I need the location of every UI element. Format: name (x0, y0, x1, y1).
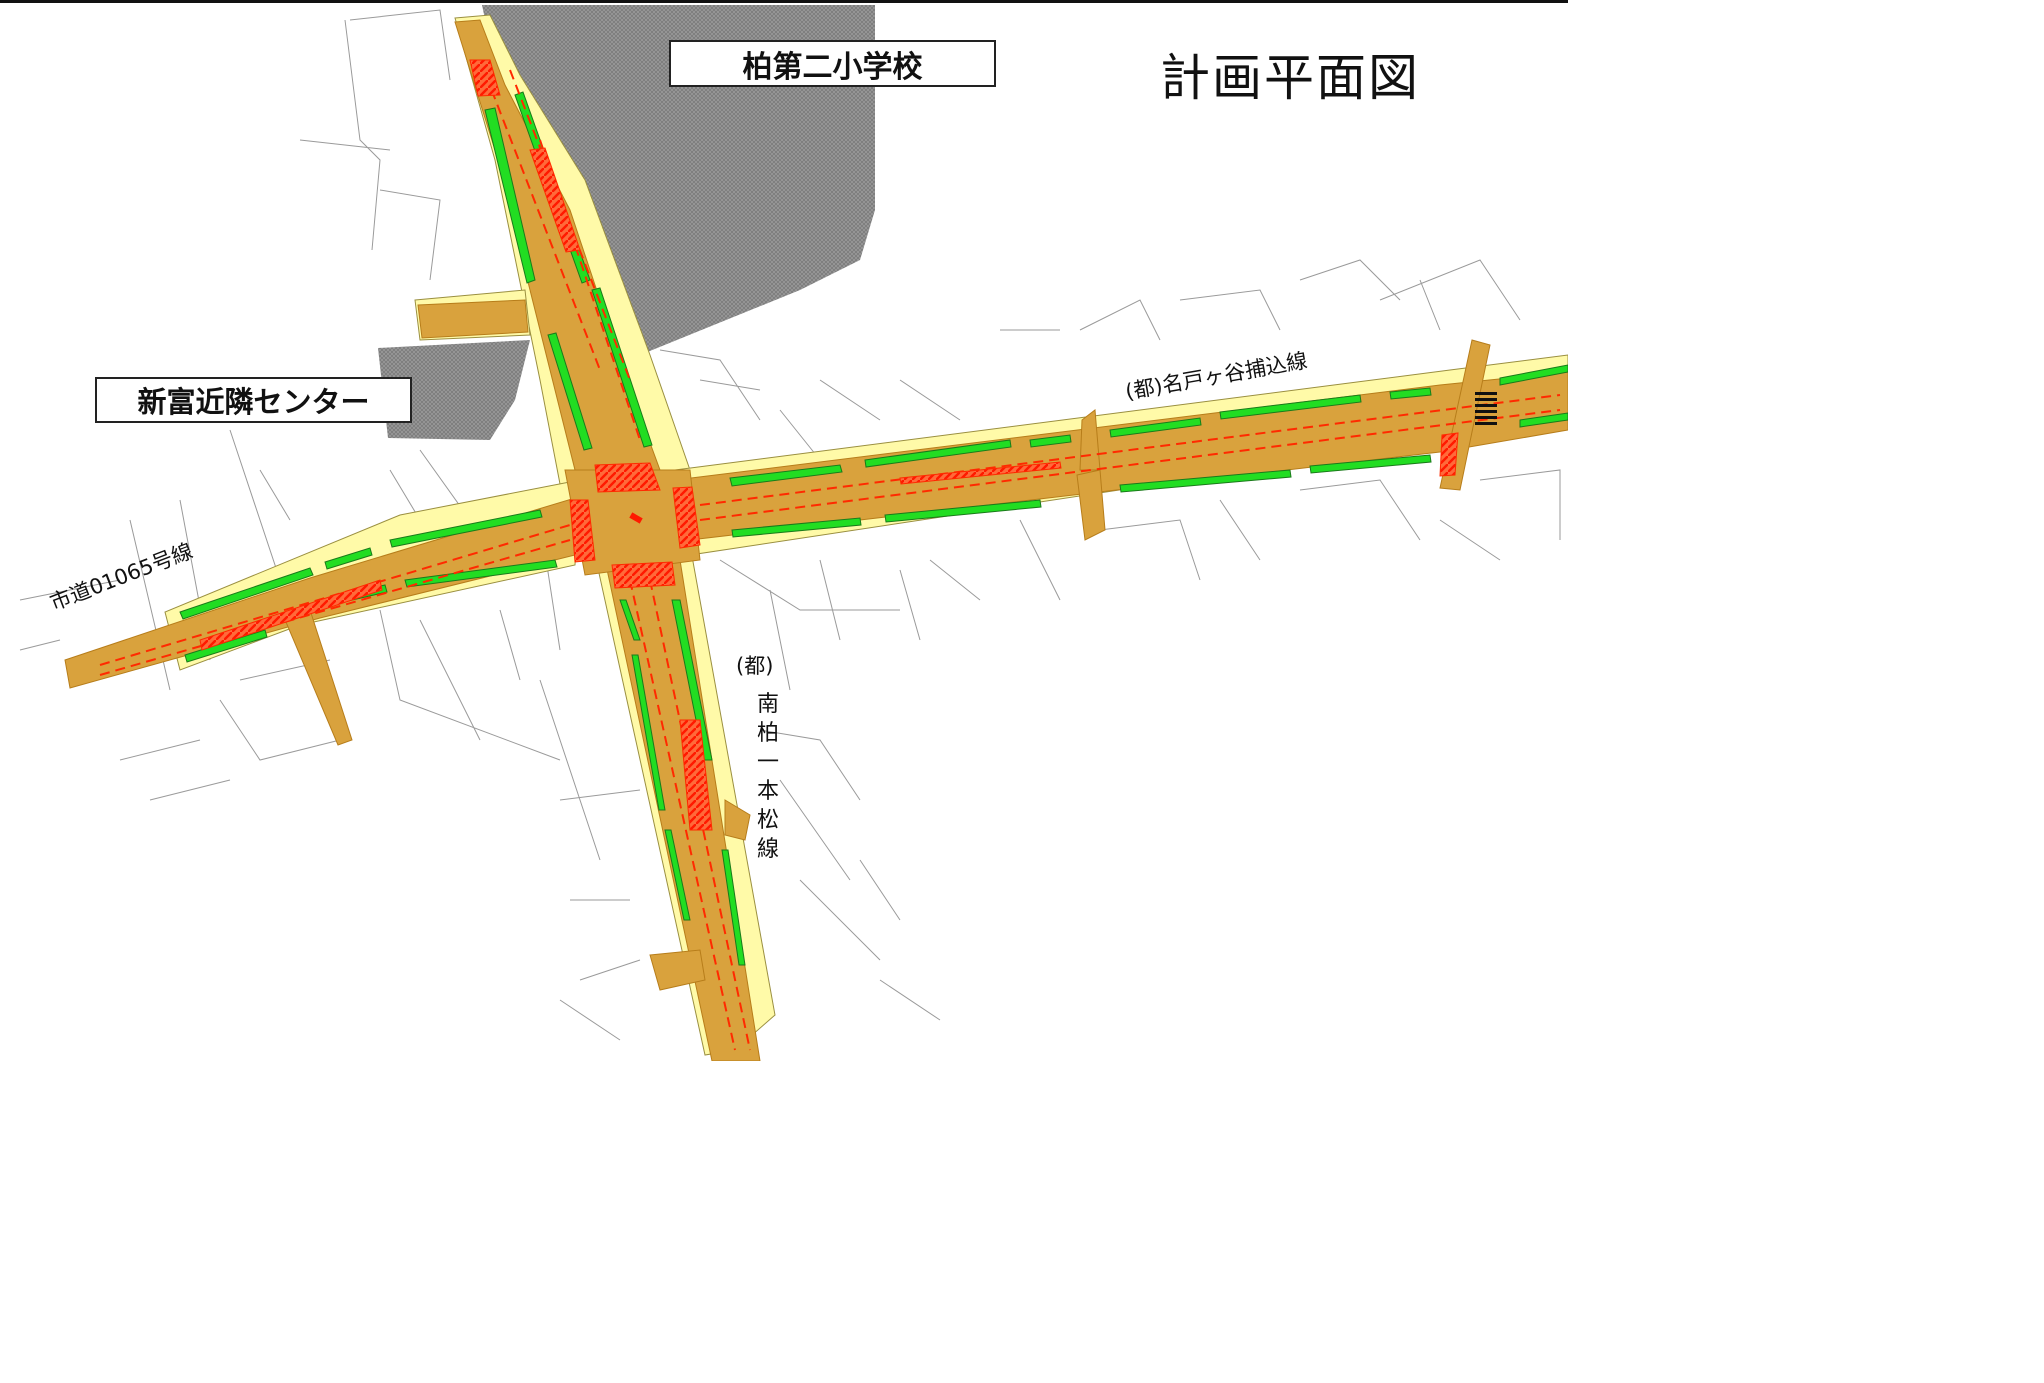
roadway (64, 19, 1568, 1061)
school-grounds (482, 5, 875, 355)
road-label-char: 柏 (756, 721, 779, 746)
road-label-char: 線 (756, 837, 779, 862)
crosswalk-east (1475, 392, 1497, 425)
road-label-south-road: 南 柏 一 本 松 線 (755, 690, 781, 864)
community-center-label: 新富近隣センター (95, 377, 412, 423)
road-label-char: 南 (756, 692, 779, 717)
hatched-markings (199, 59, 1459, 831)
community-center-site (378, 340, 530, 440)
school-label: 柏第二小学校 (669, 40, 996, 87)
page-title: 計画平面図 (1160, 49, 1420, 107)
center-marker (629, 512, 643, 524)
road-label-char: 一 (756, 750, 779, 775)
road-label-south-prefix: (都) (736, 654, 774, 678)
top-border (0, 0, 1568, 3)
road-label-char: 松 (756, 808, 779, 833)
road-label-char: 本 (756, 779, 779, 804)
plan-map (19, 5, 1568, 1061)
